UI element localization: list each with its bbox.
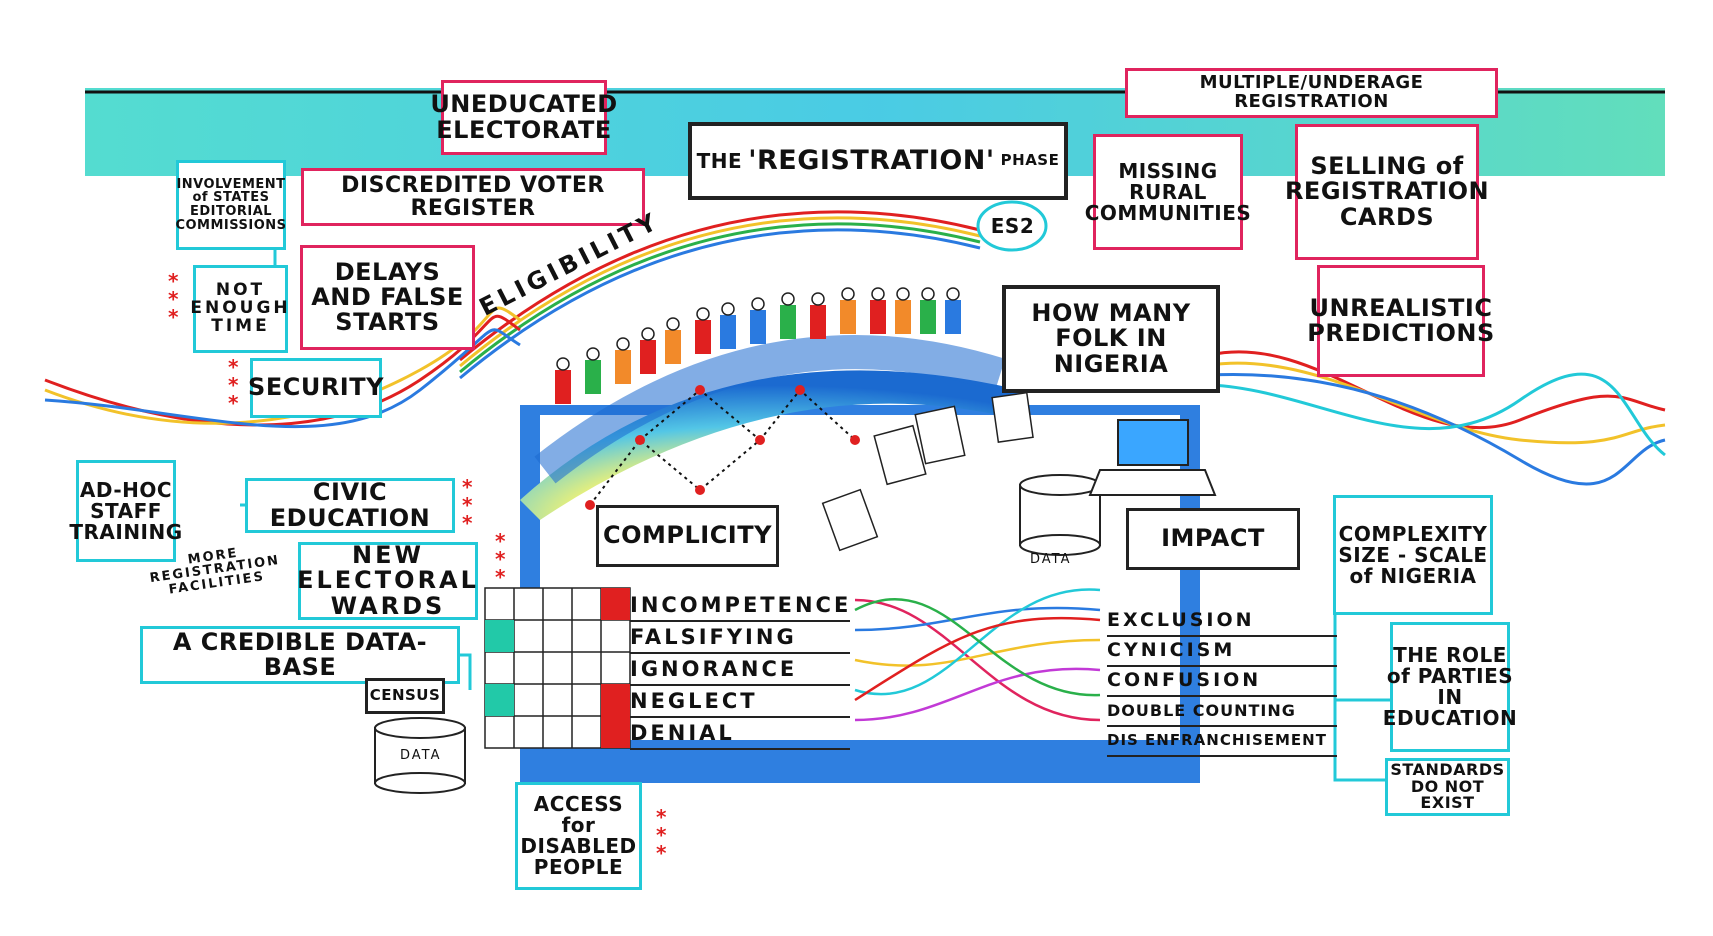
asterisks-civic: ***: [462, 475, 473, 535]
impact-row: DIS ENFRANCHISEMENT: [1107, 725, 1337, 757]
label-role-of-parties: THE ROLE of PARTIES IN EDUCATION: [1383, 622, 1517, 752]
label-how-many-folk: HOW MANY FOLK IN NIGERIA: [1002, 285, 1220, 393]
label-selling-cards: SELLING of REGISTRATION CARDS: [1285, 124, 1489, 260]
asterisks-security: ***: [228, 355, 239, 415]
label-involvement: INVOLVEMENT of STATES EDITORIAL COMMISSI…: [175, 160, 286, 250]
voter-figures: [555, 287, 961, 404]
label-unrealistic-predictions: UNREALISTIC PREDICTIONS: [1307, 265, 1494, 377]
impact-row: CYNICISM: [1107, 635, 1337, 667]
census-db: [374, 717, 466, 794]
label-adhoc-training: AD-HOC STAFF TRAINING: [69, 460, 182, 562]
label-new-wards: NEW ELECTORAL WARDS: [297, 541, 479, 620]
asterisks-wards: ***: [495, 529, 506, 589]
title-word: 'REGISTRATION': [748, 144, 995, 176]
label-standards: STANDARDS DO NOT EXIST: [1385, 758, 1510, 816]
label-complicity: COMPLICITY: [596, 505, 779, 567]
label-discredited-register: DISCREDITED VOTER REGISTER: [301, 168, 645, 226]
label-civic-education: CIVIC EDUCATION: [245, 478, 455, 533]
label-credible-database: A CREDIBLE DATA-BASE: [140, 626, 460, 684]
impact-data-label: DATA: [1030, 552, 1072, 567]
label-missing-rural: MISSING RURAL COMMUNITIES: [1085, 134, 1251, 250]
census-data-label: DATA: [400, 748, 442, 763]
label-delays-false-starts: DELAYS AND FALSE STARTS: [300, 245, 475, 350]
label-security: SECURITY: [248, 358, 383, 418]
label-access-disabled: ACCESS for DISABLED PEOPLE: [515, 782, 642, 890]
cause-row: IGNORANCE: [630, 654, 850, 686]
title-part1: THE: [696, 148, 743, 173]
impact-row: DOUBLE COUNTING: [1107, 695, 1337, 727]
impact-db: [1019, 474, 1101, 556]
label-multiple-underage: MULTIPLE/UNDERAGE REGISTRATION: [1125, 68, 1498, 118]
cause-row: INCOMPETENCE: [630, 590, 850, 622]
impact-row: CONFUSION: [1107, 665, 1337, 697]
asterisks-access: ***: [656, 805, 667, 865]
label-complexity: COMPLEXITY SIZE - SCALE of NIGERIA: [1333, 495, 1493, 615]
label-census: CENSUS: [365, 678, 445, 714]
label-not-enough-time: NOT ENOUGH TIME: [190, 265, 288, 353]
impact-row: EXCLUSION: [1107, 605, 1337, 637]
cause-row: DENIAL: [630, 718, 850, 750]
label-uneducated-electorate: UNEDUCATED ELECTORATE: [430, 80, 617, 155]
cause-row: NEGLECT: [630, 686, 850, 718]
label-impact: IMPACT: [1126, 508, 1300, 570]
es2-ring: [976, 200, 1048, 252]
es2-code: ES2: [990, 213, 1035, 238]
globe-arc: [520, 370, 1020, 520]
title-part2: PHASE: [1000, 151, 1060, 170]
laptop: [1088, 419, 1217, 496]
phase-title: THE 'REGISTRATION' PHASE: [688, 122, 1068, 200]
cause-row: FALSIFYING: [630, 622, 850, 654]
asterisks-not-enough: ***: [168, 269, 179, 329]
